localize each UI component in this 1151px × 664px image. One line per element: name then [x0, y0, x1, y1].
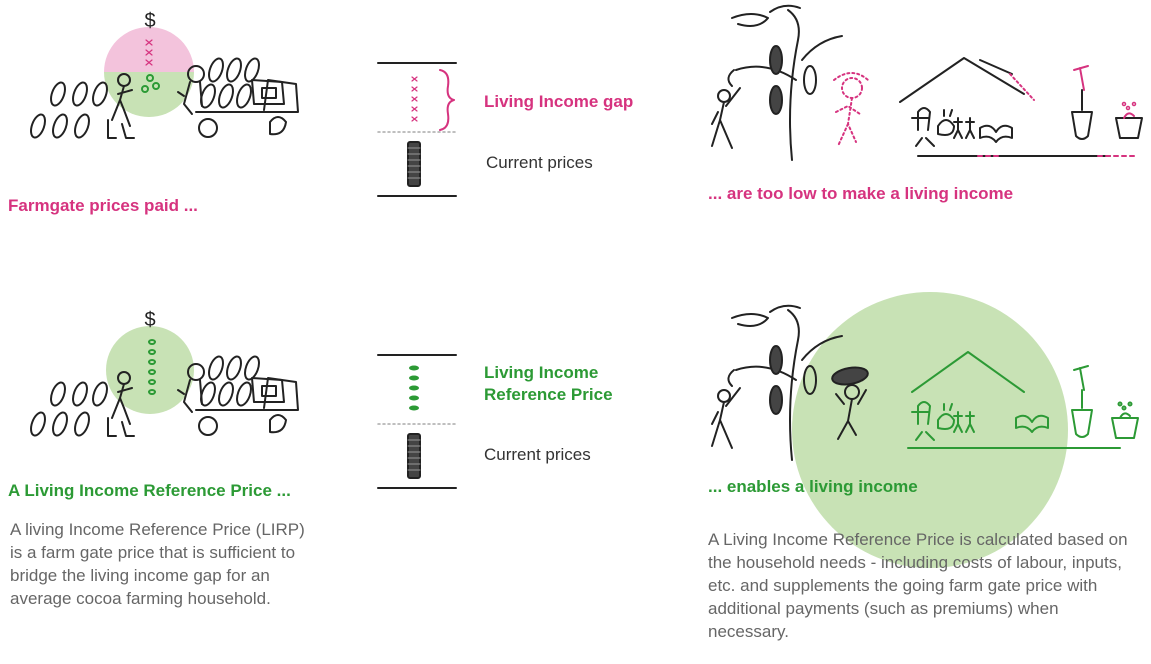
label-lirp-line2: Reference Price [484, 385, 613, 404]
price-circle-green-bottom [104, 72, 194, 117]
farmer-figure-left-row2 [107, 371, 135, 437]
farmer-figure-tree [711, 87, 741, 149]
house-row2 [907, 351, 1121, 449]
shovel-tool-row2 [1071, 365, 1093, 438]
family-figures-row2 [911, 401, 1049, 441]
caption-enables-living-income: ... enables a living income [708, 477, 918, 496]
label-current-prices-row1: Current prices [486, 153, 593, 172]
dollar-sign-icon: $ [144, 10, 155, 32]
seedling-bucket-row2 [1111, 401, 1139, 439]
label-living-income-gap: Living Income gap [484, 92, 634, 111]
paragraph-lirp-calculation: A Living Income Reference Price is calcu… [708, 530, 1128, 641]
worker-carrying-beans [831, 366, 869, 440]
farmgate-scene-row1: $ [27, 10, 299, 141]
living-income-circle [792, 292, 1068, 568]
coins-green-row2 [148, 339, 156, 395]
cocoa-tree-left [727, 4, 843, 161]
dollar-sign-icon-row2: $ [144, 309, 155, 331]
gap-crosses [145, 39, 153, 66]
cocoa-beans-pile-left-row2 [27, 379, 111, 439]
cocoa-beans-pile-left [27, 79, 111, 141]
ghost-person-dotted [833, 72, 869, 147]
caption-lirp: A Living Income Reference Price ... [8, 481, 291, 500]
farmer-figure-left [107, 73, 135, 139]
farmgate-scene-row2: $ [27, 309, 299, 439]
shovel-tool [1071, 65, 1093, 140]
price-bars-row1 [377, 62, 457, 197]
label-current-prices-row2: Current prices [484, 445, 591, 464]
gap-crosses-bar [411, 76, 418, 122]
cocoa-tree-left-row2 [727, 304, 843, 461]
caption-farmgate-prices-paid: Farmgate prices paid ... [8, 196, 198, 215]
house [899, 57, 1139, 157]
truck-row2 [195, 377, 299, 436]
household-scene-row1 [711, 4, 1143, 161]
household-scene-row2 [711, 292, 1139, 568]
label-lirp-line1: Living Income [484, 363, 599, 382]
family-figures [911, 107, 1013, 147]
price-bars-row2 [377, 354, 457, 489]
price-circle-pink-top [104, 27, 194, 72]
paragraph-lirp-definition: A living Income Reference Price (LIRP) i… [10, 520, 305, 608]
lirp-coins [409, 365, 419, 411]
farmer-figure-tree-row2 [711, 387, 741, 449]
gap-bracket [439, 69, 455, 131]
coins-green [141, 74, 160, 93]
seedling-bucket [1115, 101, 1143, 139]
truck [195, 79, 299, 138]
caption-too-low: ... are too low to make a living income [708, 184, 1014, 203]
